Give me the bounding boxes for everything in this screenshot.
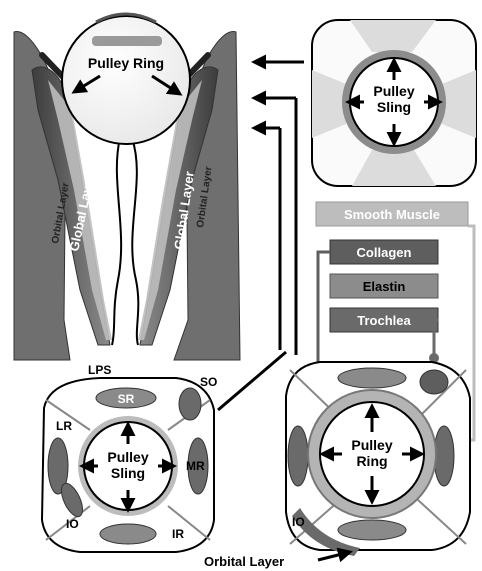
- eyeball: [62, 16, 190, 144]
- legend-elastin-label: Elastin: [363, 279, 406, 294]
- ring-lr-muscle: [288, 426, 308, 486]
- pulley-ring-label-top: Pulley Ring: [88, 55, 164, 71]
- coronal-section-left: Pulley Sling LPS SO SR LR MR IO IR: [42, 363, 217, 552]
- so-muscle: [179, 388, 201, 420]
- optic-nerve-right-line: [132, 138, 138, 345]
- pulley-sling-top-label-line1: Pulley: [373, 83, 414, 99]
- sr-label: SR: [118, 392, 135, 406]
- legend-trochlea-label: Trochlea: [357, 313, 411, 328]
- io-left-label: IO: [66, 517, 79, 531]
- legend-collagen-label: Collagen: [357, 245, 412, 260]
- orbital-layer-arrow: [318, 552, 350, 560]
- connector-arrow-5: [218, 352, 286, 410]
- optic-nerve-left-line: [112, 138, 121, 345]
- pulley-sling-bottom-label-line2: Sling: [111, 465, 145, 481]
- lps-label: LPS: [88, 363, 111, 377]
- ring-so-trochlea: [420, 370, 448, 394]
- ring-ir-muscle: [338, 520, 406, 540]
- lr-label: LR: [56, 419, 72, 433]
- legend-smooth-muscle-label: Smooth Muscle: [344, 207, 440, 222]
- pulley-sling-bottom-label-line1: Pulley: [107, 449, 148, 465]
- orbital-layer-bottom-label: Orbital Layer: [204, 554, 284, 569]
- pulley-sling-inset: Pulley Sling: [312, 20, 476, 186]
- pulley-ring-band-top: [92, 36, 162, 46]
- ir-muscle: [100, 524, 156, 544]
- ring-mr-muscle: [434, 426, 454, 486]
- pulley-ring-bottom-label-line2: Ring: [356, 453, 387, 469]
- pulley-sling-top-label-line2: Sling: [377, 99, 411, 115]
- io-right-label: IO: [292, 515, 305, 529]
- coronal-section-right: Pulley Ring IO: [286, 362, 470, 556]
- so-label: SO: [200, 375, 217, 389]
- mr-label: MR: [186, 459, 205, 473]
- pulley-ring-bottom-label-line1: Pulley: [351, 437, 392, 453]
- ring-sr-muscle: [338, 368, 406, 388]
- orbit-longitudinal-view: Pulley Ring Global Layer Orbital Layer G…: [14, 14, 240, 360]
- ir-label: IR: [172, 527, 184, 541]
